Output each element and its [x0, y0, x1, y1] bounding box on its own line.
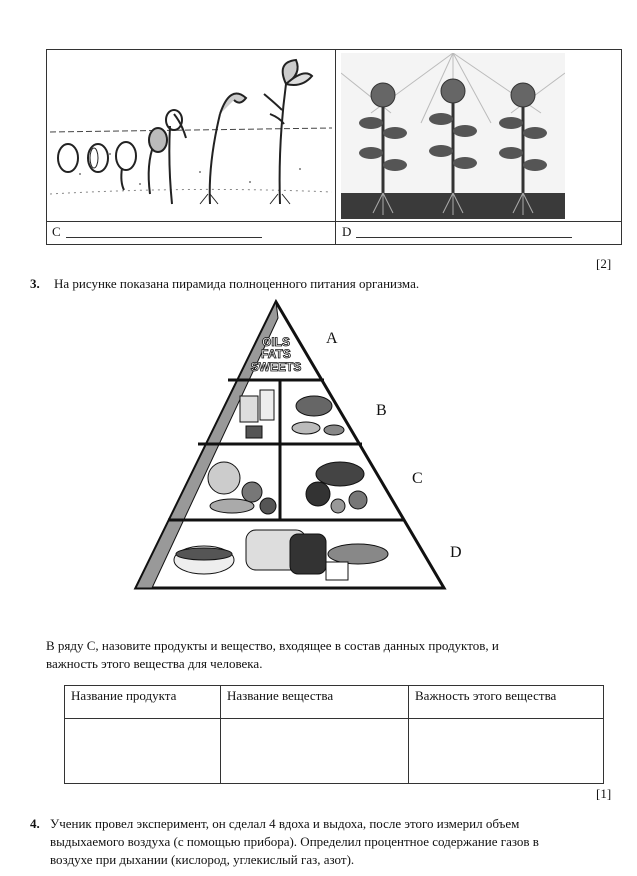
- table-divider-vertical: [335, 49, 336, 245]
- question-3-text: На рисунке показана пирамида полноценног…: [54, 276, 420, 291]
- question-3-instruction-line2: важность этого вещества для человека.: [46, 656, 263, 671]
- question-3-number: 3.: [30, 276, 40, 291]
- question-4-number: 4.: [30, 816, 40, 831]
- answer-importance-cell[interactable]: [408, 718, 604, 784]
- answer-product-cell[interactable]: [64, 718, 221, 784]
- pyramid-label-b: B: [376, 402, 387, 419]
- answer-d-line[interactable]: [356, 237, 572, 238]
- table-divider-horizontal: [46, 221, 622, 222]
- pyramid-label-d: D: [450, 544, 462, 561]
- top-image-table: [46, 49, 622, 245]
- pyramid-fats: FATS: [261, 347, 291, 361]
- table-answer-row: [64, 718, 604, 784]
- question-4-line2: выдыхаемого воздуха (с помощью прибора).…: [50, 834, 539, 849]
- header-substance-importance: Важность этого вещества: [408, 685, 604, 719]
- answer-table: Название продукта Название вещества Важн…: [64, 685, 604, 784]
- answer-d-label: D: [342, 224, 352, 239]
- seed-germination-image: [50, 58, 332, 205]
- pyramid-oils: OILS: [262, 335, 290, 349]
- table-header-row: Название продукта Название вещества Важн…: [64, 685, 604, 719]
- question-4-line1: Ученик провел эксперимент, он сделал 4 в…: [50, 816, 520, 831]
- question-3-instruction-line1: В ряду С, назовите продукты и вещество, …: [46, 638, 499, 653]
- pyramid-label-c: C: [412, 470, 423, 487]
- score-q3: [1]: [596, 786, 612, 801]
- header-product-name: Название продукта: [64, 685, 221, 719]
- food-pyramid: OILS FATS SWEETS: [133, 298, 447, 590]
- sunflowers-image: [341, 53, 565, 219]
- answer-substance-cell[interactable]: [220, 718, 409, 784]
- answer-c-label: C: [52, 224, 61, 239]
- score-q2: [2]: [596, 256, 612, 271]
- pyramid-sweets: SWEETS: [251, 360, 302, 374]
- header-substance-name: Название вещества: [220, 685, 409, 719]
- question-4-line3: воздухе при дыхании (кислород, углекислы…: [50, 852, 355, 867]
- answer-c-line[interactable]: [66, 237, 262, 238]
- pyramid-label-a: A: [326, 330, 338, 347]
